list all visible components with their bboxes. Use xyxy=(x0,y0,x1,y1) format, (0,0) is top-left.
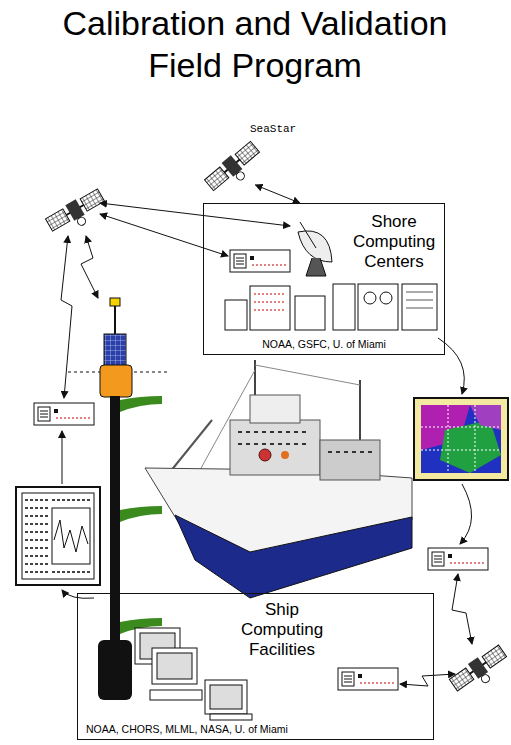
ship-illustration-part xyxy=(230,420,320,475)
buoy-part xyxy=(120,396,162,412)
shore-computers-part xyxy=(406,292,433,308)
image-display-part xyxy=(440,420,501,473)
ship-computers-part xyxy=(150,690,202,700)
data-display-part xyxy=(16,487,100,585)
shore-computers-part xyxy=(402,284,437,330)
computing-box: Ship Computing FacilitiesNOAA, CHORS, ML… xyxy=(77,593,434,740)
satellites-part xyxy=(448,643,511,699)
buoy-part xyxy=(98,640,132,700)
image-display-part xyxy=(414,398,508,480)
ship-computers-part xyxy=(157,653,192,679)
data-links-part xyxy=(400,674,455,686)
data-links-part xyxy=(62,431,63,484)
shore-computers-part xyxy=(333,284,355,330)
buoy-part xyxy=(104,334,126,366)
modems-part xyxy=(428,548,488,570)
shore-computers-part xyxy=(225,300,247,330)
data-display-part xyxy=(52,508,90,564)
data-links-part xyxy=(62,590,94,598)
buoy-part xyxy=(100,365,132,397)
ship-illustration-part xyxy=(359,380,361,445)
ship-illustration-part xyxy=(259,449,271,461)
ship-computers-part xyxy=(152,648,197,684)
buoy-part xyxy=(110,396,120,642)
ship-illustration-part xyxy=(175,515,412,598)
satellite-node: SeaStar xyxy=(205,115,306,185)
computing-box: Shore Computing CentersNOAA, GSFC, U. of… xyxy=(203,203,445,355)
modems-part xyxy=(34,403,94,425)
ship-illustration-part xyxy=(255,365,360,385)
data-display-part xyxy=(22,493,94,579)
node-footnote: NOAA, GSFC, U. of Miami xyxy=(204,338,444,351)
node-heading: Shore Computing Centers xyxy=(348,212,440,272)
satellites-part xyxy=(45,187,110,240)
data-links-part xyxy=(460,484,472,544)
shore-computers-part xyxy=(306,258,326,276)
shore-computers-part xyxy=(254,294,286,310)
shore-computers-part xyxy=(250,286,290,330)
ship-computers-part xyxy=(210,714,252,720)
data-links-part xyxy=(100,203,290,226)
satellites-part xyxy=(203,140,266,198)
uplink-arrow xyxy=(256,185,300,203)
shore-box-ground xyxy=(203,203,445,355)
buoy-part xyxy=(110,298,120,306)
ship-illustration-part xyxy=(250,395,300,423)
ship-computers-part xyxy=(210,685,242,709)
image-display-part xyxy=(421,405,501,473)
data-links-part xyxy=(81,236,98,298)
ship-computers-part xyxy=(205,680,247,714)
diagram-title: Calibration and Validation Field Program xyxy=(35,2,475,86)
data-links-part xyxy=(438,338,464,394)
ship-illustration-part xyxy=(170,420,212,472)
ship-illustration-part xyxy=(320,440,380,480)
buoy-part xyxy=(120,506,162,522)
image-display-part xyxy=(421,405,501,473)
ship-computers xyxy=(135,628,252,720)
data-display-part xyxy=(54,520,88,552)
node-heading: SeaStar xyxy=(250,123,306,136)
ship-illustration-part xyxy=(238,432,373,452)
data-display xyxy=(16,487,100,585)
data-links-part xyxy=(100,214,228,256)
ship-illustration-part xyxy=(281,451,289,459)
node-heading: Ship Computing Facilities xyxy=(236,600,328,660)
modems-part xyxy=(230,250,290,272)
modems-part xyxy=(338,668,398,690)
node-footnote: NOAA, CHORS, MLML, NASA, U. of Miami xyxy=(86,723,433,736)
data-display-part xyxy=(25,500,90,572)
shore-computers-part xyxy=(295,296,325,330)
shore-box-ground-part xyxy=(203,203,445,355)
shore-computers-part xyxy=(380,292,392,304)
satellites xyxy=(45,140,511,699)
shore-computers-part xyxy=(364,292,376,304)
data-links-part xyxy=(61,236,72,398)
ship-illustration xyxy=(145,360,412,598)
data-links xyxy=(61,203,472,686)
shore-computers-part xyxy=(300,222,316,248)
image-display xyxy=(414,398,508,480)
data-links-part xyxy=(452,574,472,644)
ship-box-ground-part xyxy=(77,593,434,740)
ship-box-ground xyxy=(77,593,434,740)
shore-computers-part xyxy=(358,284,398,330)
